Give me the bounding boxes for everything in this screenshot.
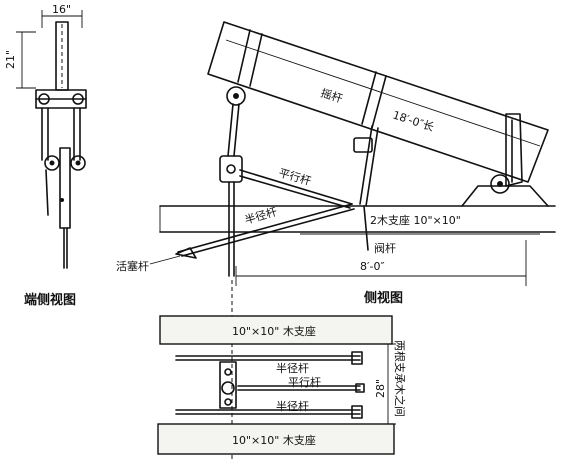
- plan-radius-rod-top-label: 半径杆: [276, 361, 309, 375]
- side-view: 摇杆 18′-0″长 平行杆 半径杆 阀杆 活塞杆 2木支座 10"×10": [116, 21, 556, 306]
- bottom-support-label: 10"×10" 木支座: [232, 433, 316, 447]
- valve-rod-label: 阀杆: [374, 241, 396, 255]
- dim-28-label: 28": [374, 379, 387, 398]
- piston-rod-label: 活塞杆: [116, 259, 149, 273]
- dim-8-label: 8′-0″: [360, 260, 385, 273]
- plan-view: 10"×10" 木支座 10"×10" 木支座 半径杆 平行杆 半径杆 28" …: [157, 315, 407, 455]
- wood-support-label: 2木支座 10"×10": [370, 213, 461, 227]
- between-supports-label: 两根支承木之间: [393, 340, 407, 417]
- parallel-rod-label: 平行杆: [277, 165, 313, 188]
- dim-21-label: 21": [4, 50, 17, 69]
- plan-radius-rod-bottom-label: 半径杆: [276, 399, 309, 413]
- end-side-view: 16" 21" 端侧视图: [4, 3, 87, 308]
- radius-rod-label: 半径杆: [243, 204, 279, 227]
- plan-parallel-rod-label: 平行杆: [288, 375, 321, 389]
- beam-length-label: 18′-0″长: [391, 108, 436, 134]
- side-view-title: 侧视图: [364, 290, 403, 306]
- beam-label: 摇杆: [319, 86, 344, 106]
- walking-beam: 摇杆 18′-0″长: [207, 21, 549, 187]
- dim-16-label: 16": [52, 3, 71, 16]
- top-support-label: 10"×10" 木支座: [232, 324, 316, 338]
- end-side-view-title: 端侧视图: [24, 292, 76, 308]
